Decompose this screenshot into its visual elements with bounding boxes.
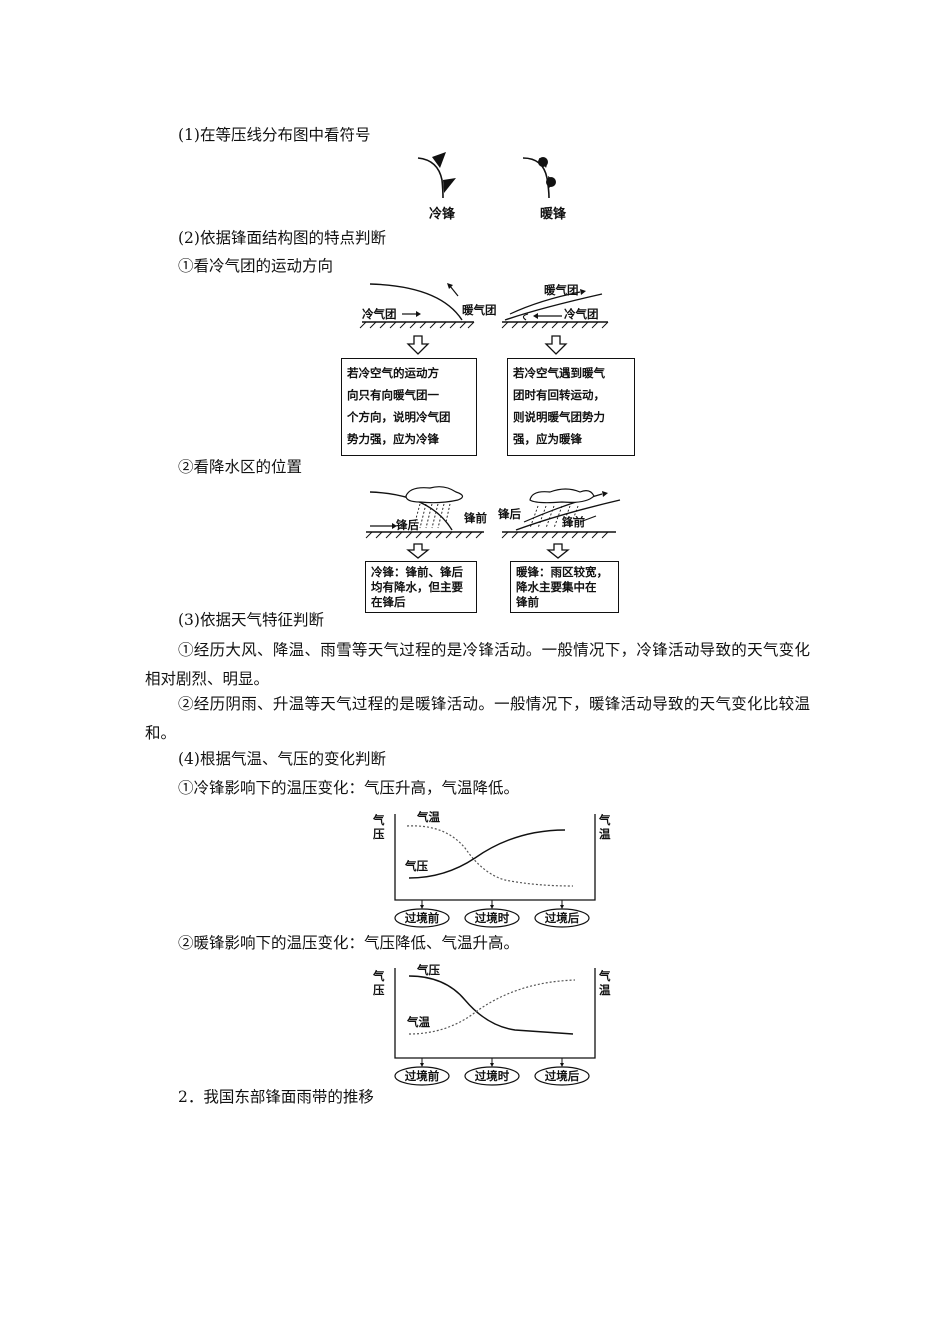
box-line: 暖锋：雨区较宽， bbox=[516, 565, 608, 579]
warm-front-label: 暖锋 bbox=[540, 207, 567, 222]
pressure-line-label: 气压 bbox=[416, 963, 440, 977]
box-line: 向只有向暖气团一 bbox=[347, 388, 439, 402]
stage-after: 过境后 bbox=[545, 1069, 580, 1083]
left-behind-label: 锋后 bbox=[396, 518, 419, 532]
cold-front-symbol bbox=[417, 152, 456, 199]
right-warm-mass-label: 暖气团 bbox=[544, 283, 579, 297]
stage-during: 过境时 bbox=[475, 911, 510, 925]
box-line: 若冷空气遇到暖气 bbox=[513, 366, 605, 380]
box-line: 锋前 bbox=[516, 595, 539, 609]
temp-line-label: 气温 bbox=[416, 810, 440, 824]
sub1-heading: ①看冷气团的运动方向 bbox=[178, 257, 334, 275]
warm-front-pressure-temp-chart: 气 压 气 温 气压 气温 过境前 过境时 过境后 bbox=[372, 963, 611, 1086]
stage-during: 过境时 bbox=[475, 1069, 510, 1083]
left-cold-mass-label: 冷气团 bbox=[362, 307, 397, 321]
box-line: 均有降水，但主要 bbox=[371, 580, 463, 594]
stage-before: 过境前 bbox=[405, 911, 440, 925]
stage-after: 过境后 bbox=[545, 911, 580, 925]
right-behind-label: 锋后 bbox=[498, 507, 521, 521]
item2-heading: (2)依据锋面结构图的特点判断 bbox=[178, 229, 386, 247]
temp-line-label: 气温 bbox=[406, 1015, 430, 1029]
weather-para-warm: ②经历阴雨、升温等天气过程的是暖锋活动。一般情况下，暖锋活动导致的天气变化比较温… bbox=[145, 695, 810, 742]
box-line: 冷锋：锋前、锋后 bbox=[371, 565, 463, 579]
section2-heading: 2．我国东部锋面雨带的推移 bbox=[178, 1088, 374, 1106]
box-line: 若冷空气的运动方 bbox=[347, 366, 439, 380]
cold-front-change-text: ①冷锋影响下的温压变化：气压升高，气温降低。 bbox=[178, 779, 520, 797]
right-axis-char: 气 bbox=[598, 969, 611, 983]
right-axis-char: 气 bbox=[598, 813, 611, 827]
warm-front-rain-box: 暖锋：雨区较宽， 降水主要集中在 锋前 bbox=[510, 561, 619, 613]
warm-front-change-text: ②暖锋影响下的温压变化：气压降低、气温升高。 bbox=[178, 934, 520, 952]
right-axis-char: 温 bbox=[599, 983, 611, 997]
box-line: 势力强，应为冷锋 bbox=[347, 432, 439, 446]
item1-heading: (1)在等压线分布图中看符号 bbox=[178, 126, 371, 144]
left-warm-mass-label: 暖气团 bbox=[462, 303, 497, 317]
box-line: 降水主要集中在 bbox=[516, 580, 597, 594]
cold-front-pressure-temp-chart: 气 压 气 温 气温 气压 过境前 过境时 过境后 bbox=[372, 810, 611, 928]
right-ahead-label: 锋前 bbox=[562, 515, 585, 529]
weather-para-cold: ①经历大风、降温、雨雪等天气过程的是冷锋活动。一般情况下，冷锋活动导致的天气变化… bbox=[145, 641, 810, 688]
left-axis-char: 气 bbox=[372, 969, 385, 983]
left-axis-char: 气 bbox=[372, 813, 385, 827]
precipitation-area-diagram: 锋后 锋前 锋后 锋前 bbox=[365, 486, 621, 559]
left-ahead-label: 锋前 bbox=[464, 511, 487, 525]
item4-heading: (4)根据气温、气压的变化判断 bbox=[178, 750, 386, 768]
warm-front-motion-box: 若冷空气遇到暖气 团时有回转运动， 则说明暖气团势力 强，应为暖锋 bbox=[507, 358, 635, 456]
right-cold-mass-label: 冷气团 bbox=[564, 307, 599, 321]
cold-front-label: 冷锋 bbox=[429, 207, 456, 222]
left-axis-char: 压 bbox=[373, 983, 385, 997]
stage-before: 过境前 bbox=[405, 1069, 440, 1083]
box-line: 在锋后 bbox=[371, 595, 406, 609]
cold-front-rain-box: 冷锋：锋前、锋后 均有降水，但主要 在锋后 bbox=[365, 561, 477, 613]
left-axis-char: 压 bbox=[373, 827, 385, 841]
box-line: 强，应为暖锋 bbox=[513, 432, 582, 446]
box-line: 团时有回转运动， bbox=[513, 388, 605, 402]
box-line: 则说明暖气团势力 bbox=[513, 410, 605, 424]
item3-heading: (3)依据天气特征判断 bbox=[178, 611, 324, 629]
warm-front-symbol bbox=[522, 157, 556, 199]
cold-front-motion-box: 若冷空气的运动方 向只有向暖气团一 个方向，说明冷气团 势力强，应为冷锋 bbox=[341, 358, 477, 456]
right-axis-char: 温 bbox=[599, 827, 611, 841]
box-line: 个方向，说明冷气团 bbox=[347, 410, 451, 424]
pressure-line-label: 气压 bbox=[404, 859, 428, 873]
air-mass-motion-diagram: 冷气团 暖气团 暖气团 冷气团 bbox=[359, 283, 609, 355]
sub2-heading: ②看降水区的位置 bbox=[178, 458, 303, 476]
